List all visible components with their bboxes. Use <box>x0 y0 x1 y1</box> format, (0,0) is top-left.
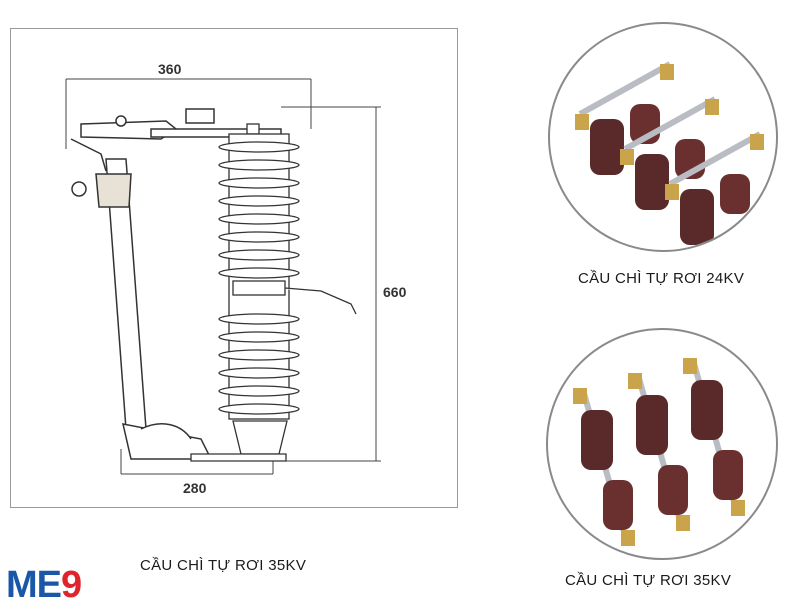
dimension-label-bottom: 280 <box>183 480 207 496</box>
logo-digit: 9 <box>61 564 82 606</box>
fuse-cutout-technical-drawing <box>65 78 381 475</box>
dimension-label-top: 360 <box>158 61 182 77</box>
fuse-cutout-24kv-image <box>575 61 764 245</box>
drawing-caption: CẦU CHÌ TỰ RƠI 35KV <box>140 557 307 574</box>
photo-caption-35kv: CẦU CHÌ TỰ RƠI 35KV <box>565 572 732 589</box>
dimension-label-right: 660 <box>383 284 407 300</box>
photo-caption-24kv: CẦU CHÌ TỰ RƠI 24KV <box>578 270 745 287</box>
me9-logo: ME9 <box>6 564 82 606</box>
fuse-cutout-35kv-image <box>573 358 745 546</box>
technical-drawing-frame: 360 660 280 <box>10 28 458 508</box>
product-photo-24kv <box>548 22 778 252</box>
product-photo-35kv <box>546 328 778 560</box>
logo-letters: ME <box>6 564 62 606</box>
